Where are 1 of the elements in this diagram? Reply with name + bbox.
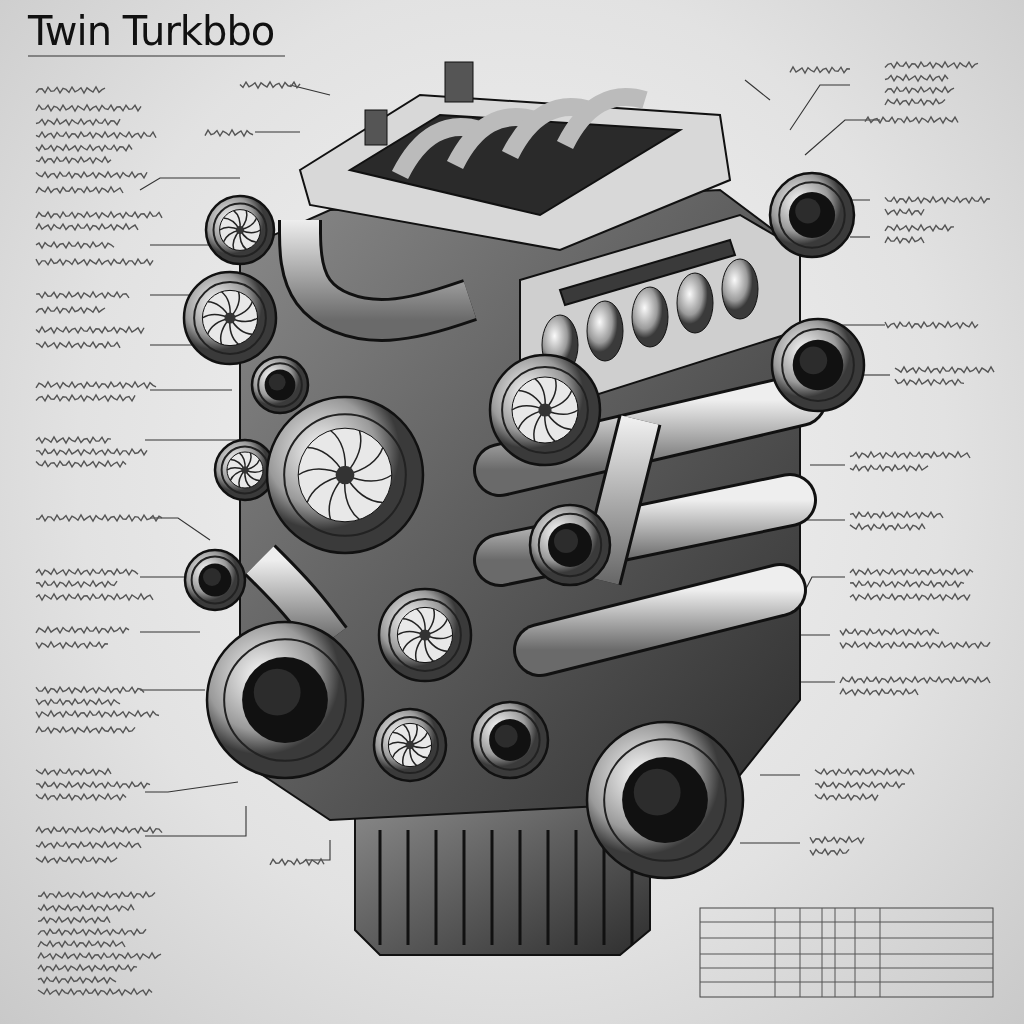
title: Twin Turkbbo [28,8,275,54]
